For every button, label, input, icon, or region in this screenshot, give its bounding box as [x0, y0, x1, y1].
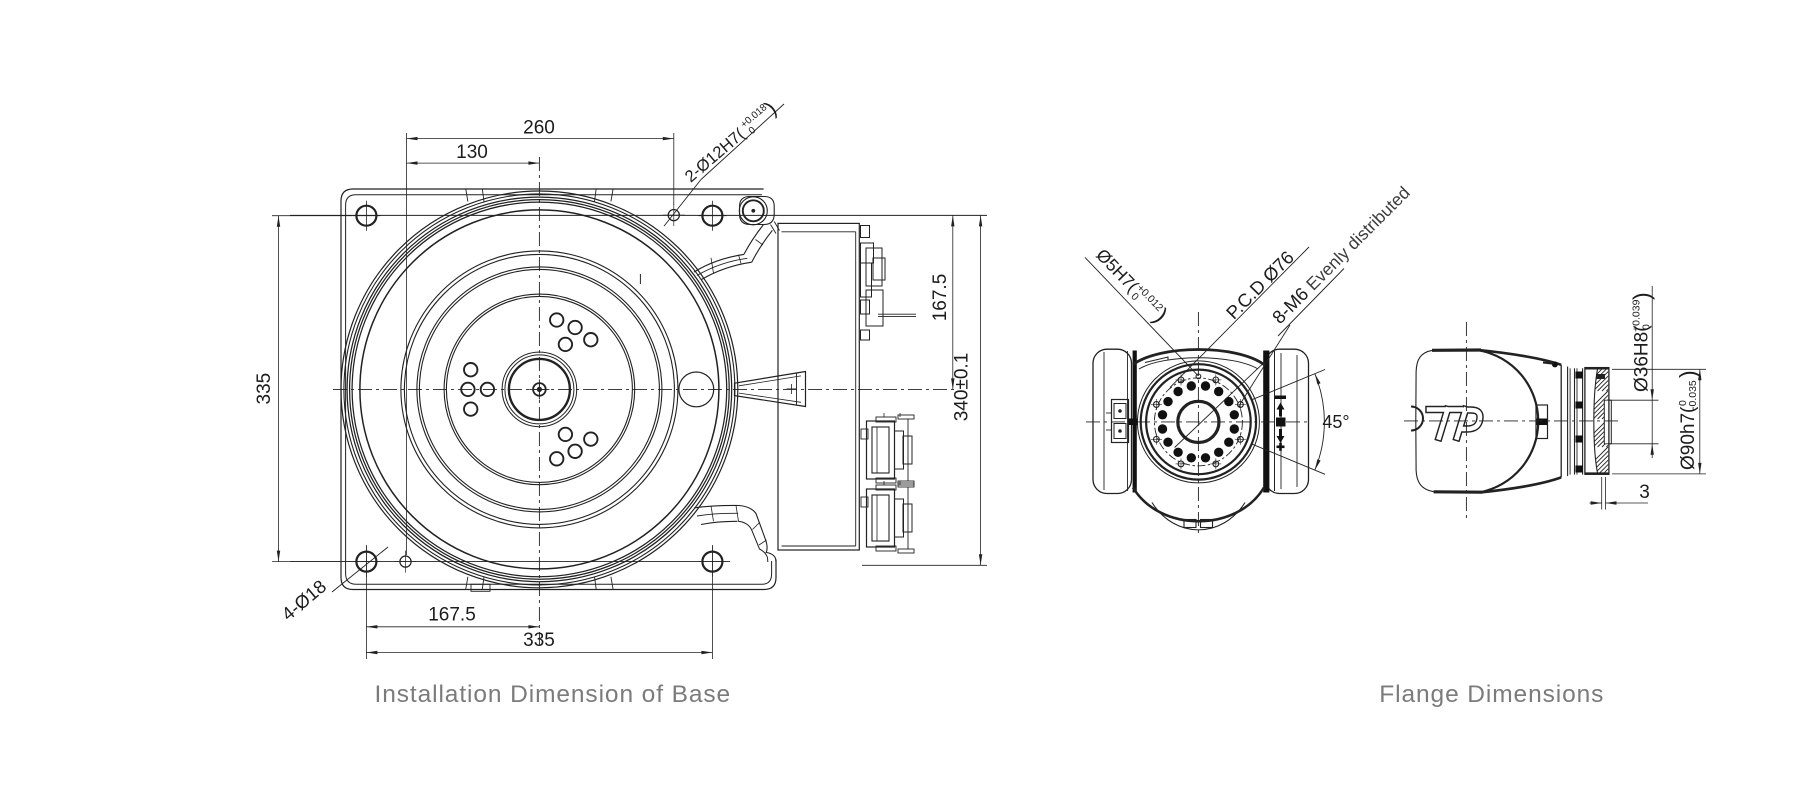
svg-text:260: 260 — [523, 118, 555, 139]
svg-text:335: 335 — [523, 630, 555, 651]
svg-text:167.5: 167.5 — [428, 605, 476, 626]
svg-text:-0.035: -0.035 — [1687, 380, 1699, 410]
svg-text:167.5: 167.5 — [930, 274, 951, 322]
svg-text:Installation Dimension of Base: Installation Dimension of Base — [375, 681, 732, 708]
svg-text:Ø36H8(: Ø36H8( — [1632, 325, 1653, 392]
svg-text:45°: 45° — [1322, 412, 1349, 432]
svg-text:0: 0 — [1641, 324, 1653, 330]
svg-text:340±0.1: 340±0.1 — [952, 353, 973, 422]
svg-text:): ) — [1675, 370, 1701, 378]
svg-text:335: 335 — [254, 373, 275, 405]
svg-text:3: 3 — [1639, 482, 1650, 503]
svg-text:130: 130 — [456, 142, 488, 163]
svg-text:Flange Dimensions: Flange Dimensions — [1379, 681, 1604, 708]
svg-text:): ) — [1629, 292, 1655, 300]
svg-text:Ø90h7(: Ø90h7( — [1678, 406, 1699, 470]
